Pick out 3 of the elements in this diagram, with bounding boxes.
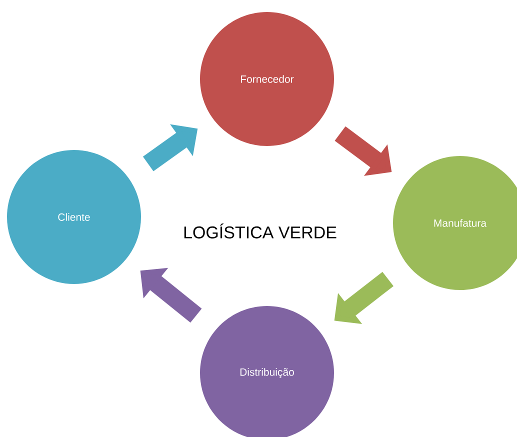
circle-node: Cliente: [7, 150, 141, 284]
circle-node: Fornecedor: [200, 12, 334, 146]
center-title: LOGÍSTICA VERDE: [184, 224, 336, 238]
